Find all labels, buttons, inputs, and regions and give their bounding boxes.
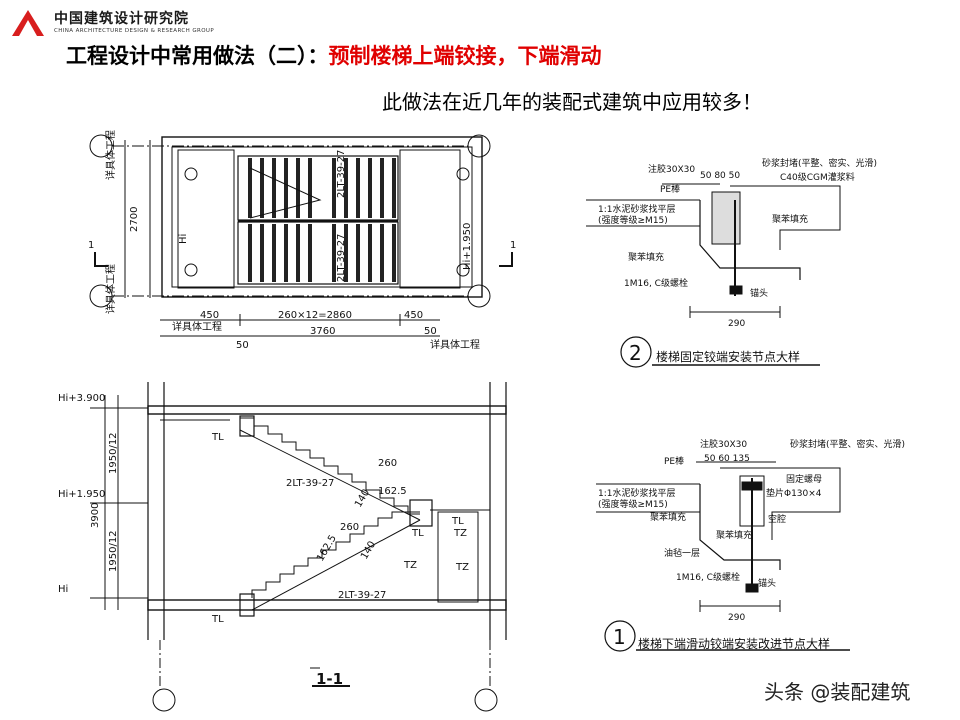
plan-tag-2lt-a: 2LT-39-27 — [336, 150, 347, 198]
detail-sliding-hinge — [596, 461, 850, 652]
d2-note-bolt: 1M16, C级螺栓 — [624, 277, 688, 289]
plan-dim-steps: 260×12=2860 — [278, 310, 352, 321]
stair-section — [90, 382, 507, 712]
d2-note-pe: PE棒 — [660, 183, 680, 195]
d2-note-eps-b: 聚苯填充 — [628, 251, 664, 263]
logo-mark-icon — [12, 10, 44, 36]
section-dim-1950-b: 1950/12 — [108, 530, 119, 572]
section-tz-left: TZ — [403, 560, 417, 571]
d1-caption-number: 1 — [613, 625, 626, 649]
section-slope-140-b: 140 — [359, 539, 378, 561]
plan-dim-50-right: 50 — [424, 326, 437, 337]
section-slope-140-a: 140 — [353, 487, 372, 509]
d1-note-strength: (强度等级≥M15) — [598, 498, 668, 510]
plan-dim-50-left: 50 — [236, 340, 249, 351]
section-riser-162-a: 162.5 — [378, 486, 407, 497]
plan-hi: Hi — [178, 234, 189, 244]
d2-note-grout: C40级CGM灌浆料 — [780, 171, 855, 183]
d2-note-levelling: 1:1水泥砂浆找平层 — [598, 203, 676, 215]
d1-note-levelling: 1:1水泥砂浆找平层 — [598, 487, 676, 499]
d1-dims: 50 60 135 — [704, 454, 750, 464]
d2-note-anchor: 锚头 — [750, 287, 768, 299]
d2-dim-290: 290 — [728, 319, 745, 329]
section-tl-lower: TL — [211, 614, 224, 625]
stair-plan — [89, 134, 513, 337]
d1-note-nut: 固定螺母 — [786, 473, 822, 485]
logo-english-name: CHINA ARCHITECTURE DESIGN & RESEARCH GRO… — [54, 28, 215, 34]
d2-caption: 楼梯固定铰端安装节点大样 — [656, 349, 800, 364]
section-dim-1950-a: 1950/12 — [108, 432, 119, 474]
section-tag-2lt-a: 2LT-39-27 — [286, 478, 334, 489]
plan-note-top: 详具体工程 — [104, 130, 117, 180]
d2-caption-number: 2 — [629, 341, 642, 365]
plan-note-right: 详具体工程 — [430, 338, 480, 351]
plan-dim-3760: 3760 — [310, 326, 335, 337]
section-mark-left: 1 — [88, 240, 94, 251]
section-tz: TZ — [455, 562, 469, 573]
section-hi-3900: Hi+3.900 — [58, 393, 105, 404]
section-hi: Hi — [58, 584, 68, 595]
d2-note-eps-a: 聚苯填充 — [772, 213, 808, 225]
d2-note-glue: 注胶30X30 — [648, 163, 695, 175]
page-subtitle: 此做法在近几年的装配式建筑中应用较多！ — [382, 90, 762, 114]
logo: 中国建筑设计研究院 CHINA ARCHITECTURE DESIGN & RE… — [6, 4, 256, 44]
d1-note-cavity: 空腔 — [768, 513, 786, 525]
plan-tag-2lt-b: 2LT-39-27 — [336, 234, 347, 282]
detail-fixed-hinge — [586, 183, 841, 368]
d1-note-pe: PE棒 — [664, 455, 684, 467]
logo-name: 中国建筑设计研究院 — [54, 11, 189, 27]
title-black-part: 工程设计中常用做法（二）： — [66, 44, 329, 68]
section-tl-mid: TL — [411, 528, 424, 539]
section-tl-upper: TL — [211, 432, 224, 443]
d1-caption: 楼梯下端滑动铰端安装改进节点大样 — [638, 636, 830, 651]
grid-bubble — [467, 284, 491, 308]
d1-note-eps-b: 聚苯填充 — [716, 529, 752, 541]
d2-note-mortar: 砂浆封堵(平整、密实、光滑) — [762, 157, 877, 169]
section-tl-right: TL — [451, 516, 464, 527]
d1-note-bolt: 1M16, C级螺栓 — [676, 571, 740, 583]
section-tz-top: TZ — [453, 528, 467, 539]
section-label: 1-1 — [316, 670, 343, 688]
section-dim-3900: 3900 — [90, 503, 101, 528]
d1-dim-290: 290 — [728, 613, 745, 623]
plan-note-left: 详具体工程 — [172, 320, 222, 333]
plan-dim-2700: 2700 — [129, 207, 140, 232]
d2-dims: 50 80 50 — [700, 171, 740, 181]
d1-note-washer: 垫片Φ130×4 — [766, 487, 822, 499]
title-red-part: 预制楼梯上端铰接，下端滑动 — [328, 44, 602, 68]
d1-note-glue: 注胶30X30 — [700, 438, 747, 450]
section-hi-1950: Hi+1.950 — [58, 489, 105, 500]
section-tag-2lt-b: 2LT-39-27 — [338, 590, 386, 601]
plan-note-bottom: 详具体工程 — [104, 264, 117, 314]
plan-hi-1950: Hi+1.950 — [462, 223, 473, 270]
d1-note-felt: 油毡一层 — [664, 547, 700, 559]
section-tread-260-a: 260 — [378, 458, 397, 469]
section-tread-260-b: 260 — [340, 522, 359, 533]
plan-dim-450-right: 450 — [404, 310, 423, 321]
page-title: 工程设计中常用做法（二）：预制楼梯上端铰接，下端滑动 — [66, 40, 602, 70]
section-riser-162-b: 162.5 — [315, 533, 339, 563]
plan-dim-450-left: 450 — [200, 310, 219, 321]
section-mark-right: 1 — [510, 240, 516, 251]
watermark: 头条 @装配建筑 — [764, 680, 911, 704]
d1-note-mortar: 砂浆封堵(平整、密实、光滑) — [790, 438, 905, 450]
d1-note-anchor: 锚头 — [758, 577, 776, 589]
d2-note-strength: (强度等级≥M15) — [598, 214, 668, 226]
d1-note-eps-a: 聚苯填充 — [650, 511, 686, 523]
grid-bubble — [467, 134, 491, 158]
